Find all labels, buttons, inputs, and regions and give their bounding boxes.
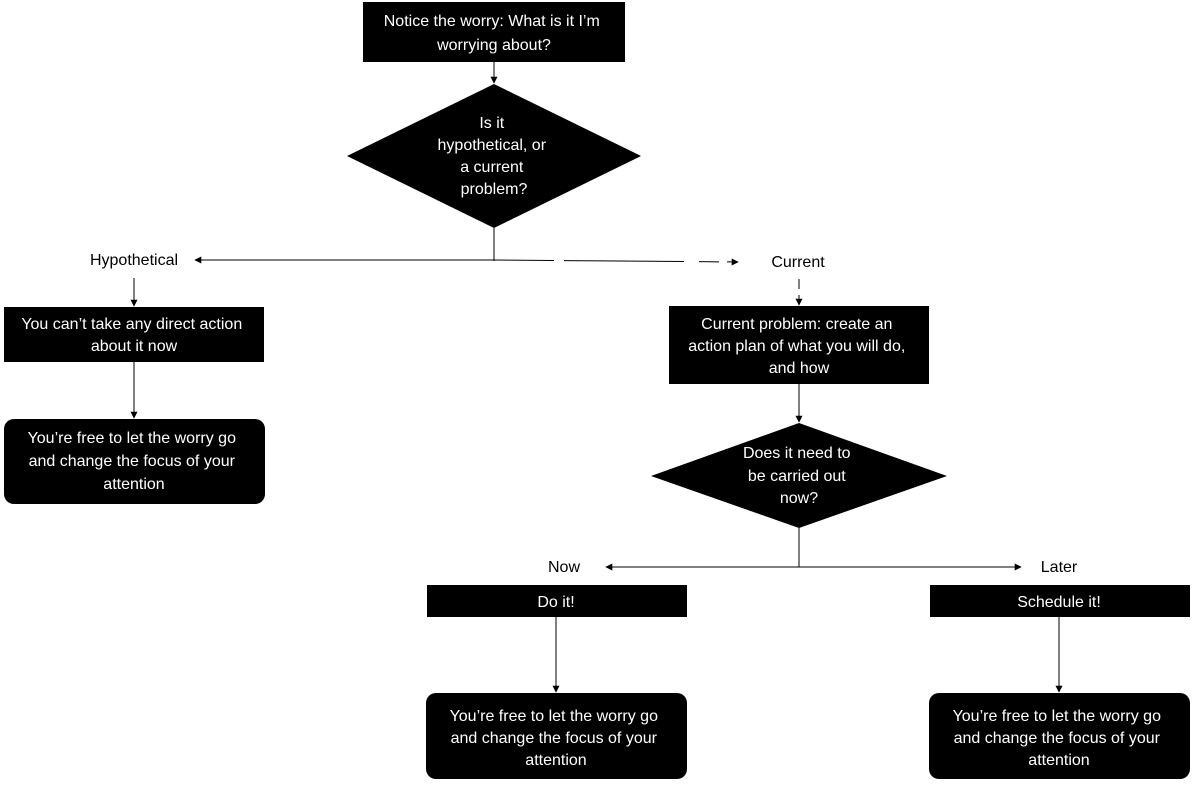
start-box xyxy=(363,2,625,62)
decision-type-node: Is it hypothetical, or a current problem… xyxy=(347,84,641,228)
action-plan-node: Current problem: create an action plan o… xyxy=(669,306,929,384)
free-middle-node: You’re free to let the worry go and chan… xyxy=(426,693,687,779)
decision-now-node: Does it need to be carried out now? xyxy=(651,423,947,528)
do-it-node: Do it! xyxy=(427,585,687,617)
decision-now-diamond xyxy=(651,423,947,528)
free-left-box xyxy=(4,419,265,504)
branch-label-hypothetical: Hypothetical xyxy=(90,252,178,269)
free-left-text: You’re free to let the worry go and chan… xyxy=(28,430,241,493)
free-middle-text: You’re free to let the worry go and chan… xyxy=(450,708,663,769)
decision-now-text: Does it need to be carried out now? xyxy=(743,445,855,507)
action-plan-box xyxy=(669,306,929,384)
schedule-it-node: Schedule it! xyxy=(930,585,1190,617)
no-action-node: You can’t take any direct action about i… xyxy=(4,307,264,362)
schedule-it-text: Schedule it! xyxy=(1017,594,1101,611)
free-right-node: You’re free to let the worry go and chan… xyxy=(929,693,1190,779)
do-it-box xyxy=(427,585,687,617)
no-action-box xyxy=(4,307,264,362)
free-middle-box xyxy=(426,693,687,779)
edges xyxy=(130,62,1063,693)
action-plan-text: Current problem: create an action plan o… xyxy=(688,316,909,377)
branch-label-current: Current xyxy=(771,254,825,271)
start-text: Notice the worry: What is it I’m worryin… xyxy=(384,13,605,54)
free-right-box xyxy=(929,693,1190,779)
branch-label-later: Later xyxy=(1041,559,1078,576)
do-it-text: Do it! xyxy=(537,594,574,611)
start-node: Notice the worry: What is it I’m worryin… xyxy=(363,2,625,62)
free-left-node: You’re free to let the worry go and chan… xyxy=(4,419,265,504)
schedule-it-box xyxy=(930,585,1190,617)
branch-label-now: Now xyxy=(548,559,580,576)
edge-to-current xyxy=(493,258,739,266)
decision-type-diamond xyxy=(347,84,641,228)
no-action-text: You can’t take any direct action about i… xyxy=(21,316,246,355)
decision-type-text: Is it hypothetical, or a current problem… xyxy=(438,115,551,198)
free-right-text: You’re free to let the worry go and chan… xyxy=(953,708,1166,769)
